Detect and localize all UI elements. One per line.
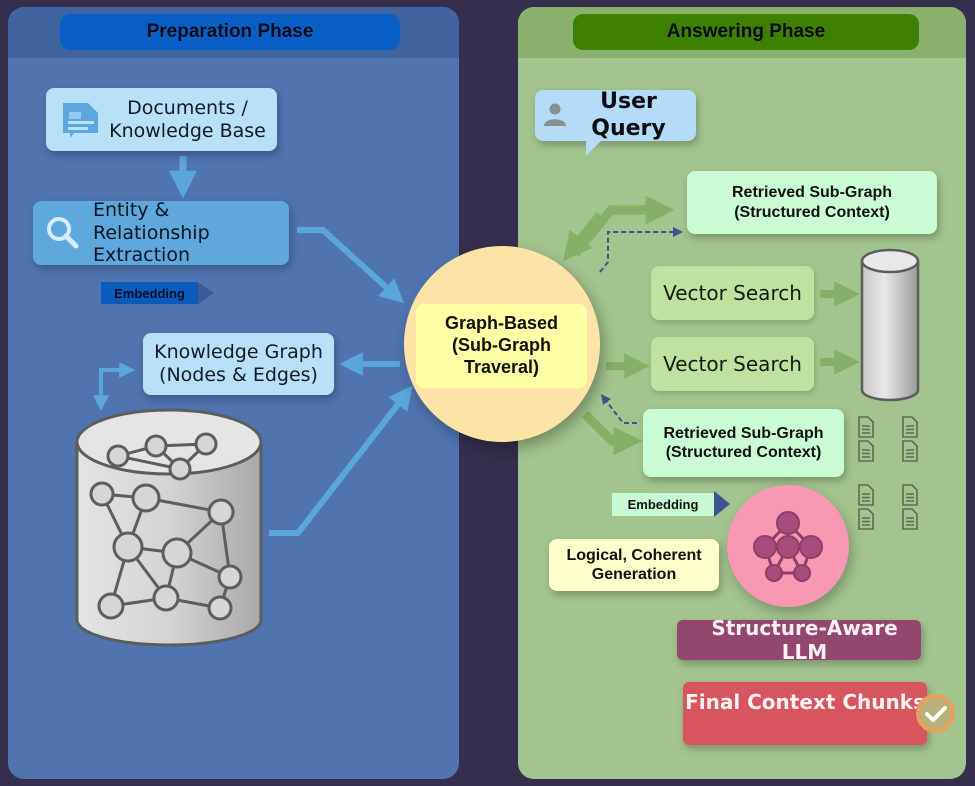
vector-search-box-1[interactable]: Vector Search xyxy=(651,266,814,320)
extraction-label-line-2: Extraction xyxy=(93,244,190,267)
entity-relationship-extraction-box[interactable]: Entity & Relationship Extraction xyxy=(33,199,289,267)
network-graph-icon xyxy=(753,511,823,582)
llm-graph-node xyxy=(765,564,783,582)
retrieved-top-label-line-1: Retrieved Sub-Graph xyxy=(731,184,893,202)
vector-search-box-2[interactable]: Vector Search xyxy=(651,337,814,391)
answering-phase-title-text: Answering Phase xyxy=(666,21,826,42)
extraction-label-line-1: Entity & Relationship xyxy=(93,198,210,244)
structure-aware-llm-box[interactable]: Structure-Aware LLM xyxy=(677,616,921,664)
logical-coherent-generation-box[interactable]: Logical, Coherent Generation xyxy=(549,539,719,591)
preparation-phase-title-text: Preparation Phase xyxy=(146,21,314,42)
retrieved-subgraph-top-box[interactable]: Retrieved Sub-Graph (Structured Context) xyxy=(687,171,937,234)
user-icon xyxy=(544,103,566,126)
search-icon xyxy=(47,217,79,249)
documents-label-line-2: Knowledge Base xyxy=(109,119,266,142)
answering-phase-title: Answering Phase xyxy=(573,14,919,50)
generation-label-line-1: Logical, Coherent xyxy=(566,546,702,564)
embedding-tag-right: Embedding xyxy=(612,491,730,517)
file-icon xyxy=(902,440,918,462)
file-icon xyxy=(902,416,918,438)
retrieved-top-label-line-2: (Structured Context) xyxy=(734,203,890,221)
llm-graph-node xyxy=(793,564,811,582)
file-icon xyxy=(858,508,874,530)
generation-label-line-2: Generation xyxy=(591,566,677,583)
llm-graph-node xyxy=(776,535,800,559)
graph-based-traversal-label: Graph-Based (Sub-Graph Traveral) xyxy=(416,304,587,388)
knowledge-graph-label-line-1: Knowledge Graph xyxy=(154,341,323,364)
embedding-arrow-tip xyxy=(198,282,214,304)
user-query-label: User Query xyxy=(591,89,666,141)
retrieved-top-label: Retrieved Sub-Graph (Structured Context) xyxy=(732,183,892,221)
extraction-label: Entity & Relationship Extraction xyxy=(93,199,289,267)
check-icon xyxy=(924,705,947,722)
llm-graph-node xyxy=(776,511,800,535)
retrieved-subgraph-bottom-box[interactable]: Retrieved Sub-Graph (Structured Context) xyxy=(643,409,844,477)
final-context-chunks-box[interactable]: Final Context Chunks xyxy=(683,682,927,745)
document-icon xyxy=(63,103,98,138)
llm-graph-node xyxy=(799,535,823,559)
vector-search-1-label: Vector Search xyxy=(663,281,802,305)
check-badge xyxy=(916,694,955,733)
retrieved-bottom-label-line-1: Retrieved Sub-Graph xyxy=(663,424,824,442)
knowledge-graph-box[interactable]: Knowledge Graph (Nodes & Edges) xyxy=(143,333,334,395)
preparation-phase-title: Preparation Phase xyxy=(60,14,400,50)
file-icon xyxy=(902,508,918,530)
final-context-chunks-label: Final Context Chunks xyxy=(685,690,925,714)
embedding-tag-left: Embedding xyxy=(101,282,214,304)
user-query-bubble[interactable]: User Query xyxy=(535,89,696,141)
documents-label-line-1: Documents / xyxy=(127,96,248,119)
generation-label: Logical, Coherent Generation xyxy=(566,546,701,584)
retrieved-bottom-label: Retrieved Sub-Graph (Structured Context) xyxy=(663,424,823,462)
file-icon xyxy=(858,440,874,462)
llm-label: Structure-Aware LLM xyxy=(711,616,898,664)
file-icon xyxy=(858,416,874,438)
knowledge-graph-label: Knowledge Graph (Nodes & Edges) xyxy=(154,341,323,387)
center-label-line-2: (Sub-Graph xyxy=(452,335,551,356)
center-label-line-1: Graph-Based xyxy=(444,313,559,334)
llm-graph-node xyxy=(753,535,777,559)
retrieved-bottom-label-line-2: (Structured Context) xyxy=(665,444,822,461)
speech-bubble-tail xyxy=(586,140,602,156)
embedding-right-label: Embedding xyxy=(612,493,714,516)
embedding-label: Embedding xyxy=(101,282,198,304)
documents-label: Documents / Knowledge Base xyxy=(109,97,266,143)
llm-network-circle[interactable] xyxy=(727,485,849,607)
file-icon xyxy=(902,484,918,506)
documents-knowledge-base-box[interactable]: Documents / Knowledge Base xyxy=(46,88,277,151)
file-icon xyxy=(858,484,874,506)
vector-search-2-label: Vector Search xyxy=(663,352,802,376)
knowledge-graph-label-line-2: (Nodes & Edges) xyxy=(159,364,318,386)
embedding-right-arrow-tip xyxy=(714,491,730,517)
center-label-line-3: Traveral) xyxy=(463,356,540,377)
